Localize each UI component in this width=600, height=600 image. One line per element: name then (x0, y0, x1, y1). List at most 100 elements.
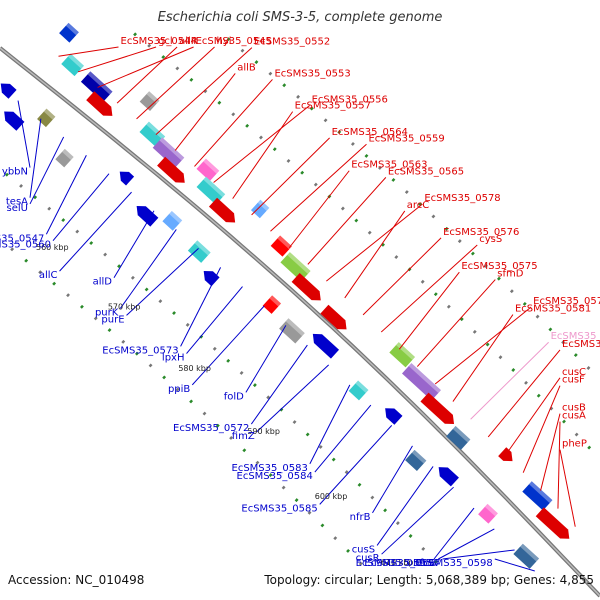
label-leader-line (380, 244, 478, 333)
gene-label-bottom: cusR (356, 553, 380, 564)
tick-dot (309, 106, 314, 111)
gene-label-bottom: lpxH (162, 353, 185, 364)
tick-dot (103, 252, 108, 257)
gene-label-bottom: nfnB (413, 558, 436, 569)
gene-box (196, 176, 226, 205)
gene-label-bottom: EcSMS35_0547 (0, 233, 44, 244)
tick-dot (286, 158, 291, 163)
kbp-tick-label: 590 kbp (247, 427, 280, 436)
tick-dot (254, 60, 259, 65)
tick-dot (294, 498, 299, 503)
gene-block (196, 176, 226, 205)
tick-dot (485, 342, 490, 347)
gene-box (59, 22, 79, 43)
tick-dot (346, 548, 350, 553)
gene-block-shine (411, 449, 427, 464)
tick-dot (522, 301, 527, 306)
gene-label-bottom: allC (39, 270, 58, 281)
tick-dot (121, 339, 126, 344)
tick-dot (203, 89, 208, 94)
gene-label-bottom: EcSMS35_0598 (416, 558, 492, 569)
label-leader-line (438, 528, 495, 560)
label-leader-line (559, 449, 576, 527)
gene-label-bottom: EcSMS35_0572 (173, 423, 249, 434)
tick-dot (498, 355, 503, 360)
gene-label-top: cusF (562, 375, 585, 386)
tick-dot (561, 340, 566, 345)
tick-dot (472, 329, 477, 334)
forward-gene (320, 304, 347, 330)
gene-block (262, 295, 282, 314)
label-leader-line (309, 384, 351, 465)
tick-dot (107, 328, 112, 333)
gene-block (80, 71, 113, 103)
gene-block (279, 318, 305, 344)
label-leader-line (116, 46, 178, 104)
tick-dot (307, 510, 312, 515)
tick-dot (282, 83, 287, 88)
gene-label-bottom: fimZ (232, 431, 255, 442)
label-leader-line (372, 445, 413, 514)
label-leader-line (97, 46, 194, 88)
tick-dot (354, 218, 359, 223)
tick-dot (586, 366, 591, 370)
tick-dot (19, 184, 23, 188)
tick-dot (135, 351, 139, 356)
gene-block (389, 342, 416, 368)
forward-gene-arrow (320, 304, 347, 330)
label-leader-line (194, 79, 273, 167)
backbone-layer (0, 46, 600, 598)
label-leaders-layer (17, 46, 576, 572)
tick-dot (318, 445, 323, 449)
label-leader-line (232, 111, 294, 199)
tick-dot (5, 172, 9, 177)
tick-dot (367, 230, 372, 235)
tick-dot (344, 470, 349, 475)
tick-dot (259, 135, 263, 140)
tick-dot (323, 118, 328, 123)
reverse-gene-arrow (136, 205, 159, 227)
tick-dot (305, 432, 310, 437)
tick-dot (444, 226, 449, 231)
gene-block-shine (169, 210, 183, 224)
gene-block-shine (520, 543, 540, 562)
tick-dot (66, 293, 70, 298)
gene-box (279, 318, 305, 344)
reverse-gene-arrow (0, 83, 17, 99)
tick-dot (535, 314, 540, 319)
reverse-gene (119, 171, 135, 186)
tick-dot (240, 48, 245, 53)
tick-dot (242, 448, 247, 453)
tick-dot (172, 311, 176, 315)
reverse-gene (136, 205, 159, 227)
kbp-tick-label: 570 kbp (108, 303, 141, 312)
gene-block-shine (452, 426, 471, 443)
gene-label-bottom: EcSMS35_0597 (364, 558, 440, 569)
gene-block-shine (484, 503, 498, 517)
tick-dot (217, 100, 222, 105)
label-leader-line (58, 46, 119, 57)
tick-dot (212, 346, 217, 351)
tick-dot (215, 423, 220, 428)
tick-dot (408, 534, 413, 538)
tick-dot (431, 214, 436, 219)
forward-gene (291, 273, 321, 301)
gene-label-top: EcSMS35_0563 (351, 160, 427, 171)
gene-block-shine (43, 108, 56, 120)
topology-text: Topology: circular; Length: 5,068,389 bp… (264, 573, 594, 587)
tick-dot (357, 482, 362, 487)
label-leader-line (174, 73, 236, 151)
kbp-tick-label: 560 kbp (36, 243, 69, 252)
tick-dot (320, 523, 325, 528)
tick-dots-layer (5, 32, 592, 566)
gene-block (405, 449, 427, 471)
tick-dot (511, 368, 516, 372)
gene-block (270, 235, 292, 257)
tick-dot (381, 242, 385, 247)
tick-dot (548, 327, 553, 332)
gene-label-bottom: cusS (352, 544, 375, 555)
gene-block (196, 158, 220, 182)
label-leader-line (433, 507, 475, 560)
gene-label-top: EcSMS35_0559 (368, 133, 444, 144)
tick-dot (38, 270, 43, 275)
